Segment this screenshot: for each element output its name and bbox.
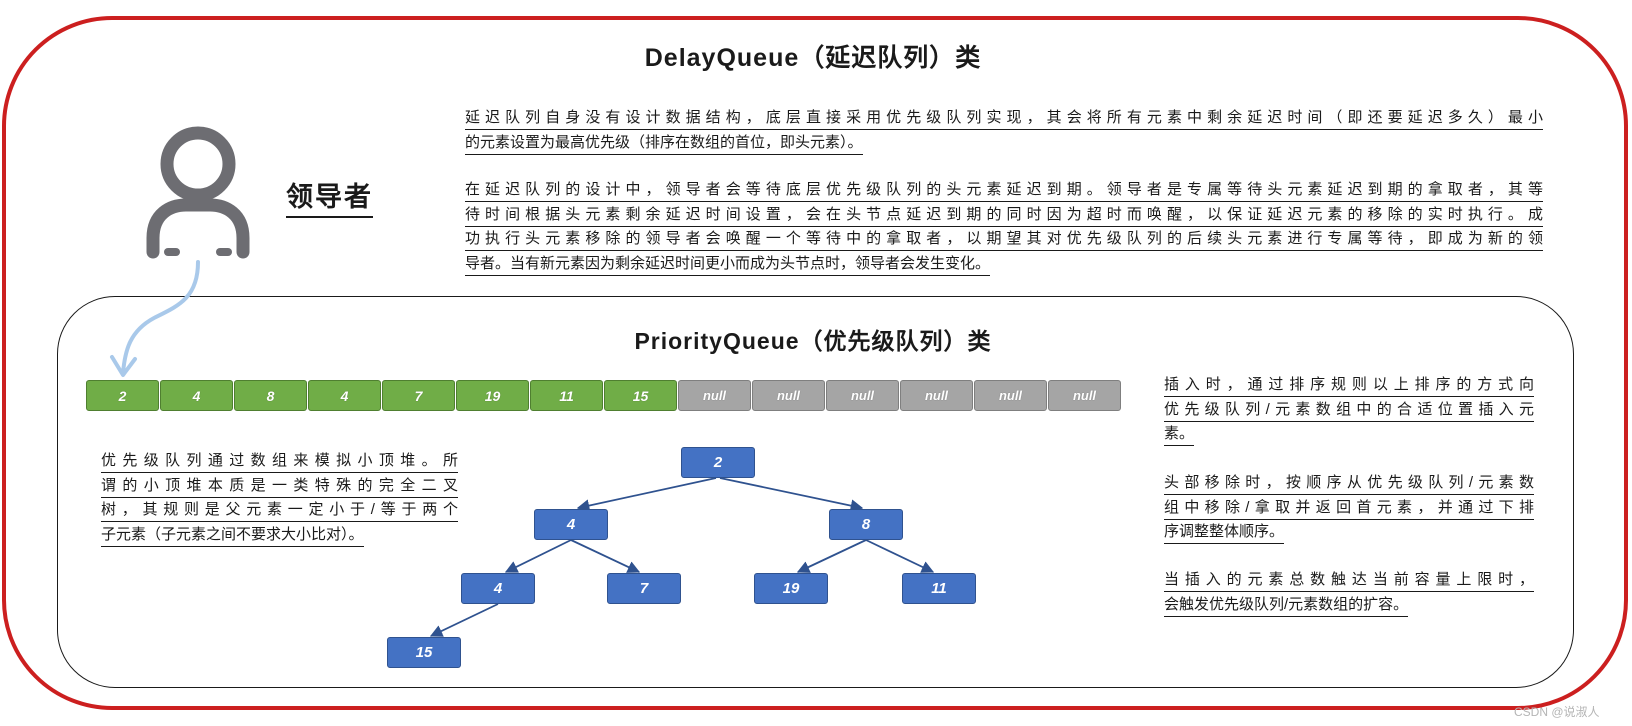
- element-array: 2 4 8 4 7 19 11 15 null null null null n…: [86, 380, 1121, 411]
- delay-queue-frame: [2, 16, 1628, 710]
- array-cell: 8: [234, 380, 307, 411]
- text-line: 的元素设置为最高优先级（排序在数组的首位，即头元素）。: [465, 131, 863, 155]
- text-line: 子元素（子元素之间不要求大小比对）。: [101, 523, 364, 547]
- text-line: 延迟队列自身没有设计数据结构，底层直接采用优先级队列实现，其会将所有元素中剩余延…: [465, 106, 1543, 130]
- text-line: 优先级队列通过数组来模拟小顶堆。所: [101, 449, 458, 473]
- heap-description: 优先级队列通过数组来模拟小顶堆。所 谓的小顶堆本质是一类特殊的完全二叉 树，其规…: [101, 449, 458, 547]
- delay-description-paragraph-2: 在延迟队列的设计中，领导者会等待底层优先级队列的头元素延迟到期。领导者是专属等待…: [465, 178, 1543, 276]
- heap-node: 15: [387, 637, 461, 668]
- leader-label: 领导者: [286, 175, 373, 218]
- delay-queue-title: DelayQueue（延迟队列）类: [644, 44, 982, 72]
- leader-pointer-arrow: [110, 260, 200, 377]
- resize-note: 当插入的元素总数触达当前容量上限时， 会触发优先级队列/元素数组的扩容。: [1164, 568, 1534, 617]
- text-line: 头部移除时，按顺序从优先级队列/元素数: [1164, 471, 1534, 495]
- heap-edge: [576, 477, 717, 512]
- text-line: 组中移除/拿取并返回首元素，并通过下排: [1164, 496, 1534, 520]
- heap-node: 19: [754, 573, 828, 604]
- priority-queue-title: PriorityQueue（优先级队列）类: [634, 328, 992, 354]
- text-line: 素。: [1164, 422, 1195, 446]
- heap-node: 4: [461, 573, 535, 604]
- heap-edge: [504, 539, 572, 573]
- array-cell: 2: [86, 380, 159, 411]
- heap-edge: [570, 539, 641, 573]
- heap-edge: [429, 603, 499, 637]
- person-icon: [146, 126, 250, 259]
- array-cell-empty: null: [974, 380, 1047, 411]
- heap-edge: [719, 477, 864, 512]
- array-cell: 7: [382, 380, 455, 411]
- array-cell-empty: null: [678, 380, 751, 411]
- array-cell: 4: [160, 380, 233, 411]
- array-cell-empty: null: [1048, 380, 1121, 411]
- array-cell: 4: [308, 380, 381, 411]
- heap-edge: [796, 539, 867, 573]
- text-line: 功执行头元素移除的领导者会唤醒一个等待中的拿取者，以期望其对优先级队列的后续头元…: [465, 227, 1543, 251]
- array-cell-empty: null: [826, 380, 899, 411]
- text-line: 待时间根据头元素剩余延迟时间设置，会在头节点延迟到期的同时因为超时而唤醒，以保证…: [465, 203, 1543, 227]
- text-line: 插入时，通过排序规则以上排序的方式向: [1164, 373, 1534, 397]
- watermark: CSDN @说淑人: [1514, 705, 1600, 719]
- array-cell: 15: [604, 380, 677, 411]
- array-cell-empty: null: [900, 380, 973, 411]
- heap-node-root: 2: [681, 447, 755, 478]
- text-line: 优先级队列/元素数组中的合适位置插入元: [1164, 398, 1534, 422]
- heap-edge: [865, 539, 935, 573]
- heap-node: 7: [607, 573, 681, 604]
- text-line: 树，其规则是父元素一定小于/等于两个: [101, 498, 458, 522]
- priority-queue-frame: [57, 296, 1574, 688]
- array-cell-empty: null: [752, 380, 825, 411]
- heap-node: 8: [829, 509, 903, 540]
- insert-note: 插入时，通过排序规则以上排序的方式向 优先级队列/元素数组中的合适位置插入元 素…: [1164, 373, 1534, 447]
- heap-node: 11: [902, 573, 976, 604]
- array-cell: 19: [456, 380, 529, 411]
- text-line: 谓的小顶堆本质是一类特殊的完全二叉: [101, 474, 458, 498]
- delay-description-paragraph-1: 延迟队列自身没有设计数据结构，底层直接采用优先级队列实现，其会将所有元素中剩余延…: [465, 106, 1543, 155]
- text-line: 会触发优先级队列/元素数组的扩容。: [1164, 593, 1409, 617]
- array-cell: 11: [530, 380, 603, 411]
- text-line: 当插入的元素总数触达当前容量上限时，: [1164, 568, 1534, 592]
- remove-head-note: 头部移除时，按顺序从优先级队列/元素数 组中移除/拿取并返回首元素，并通过下排 …: [1164, 471, 1534, 545]
- text-line: 序调整整体顺序。: [1164, 520, 1285, 544]
- text-line: 导者。当有新元素因为剩余延迟时间更小而成为头节点时，领导者会发生变化。: [465, 252, 991, 276]
- heap-node: 4: [534, 509, 608, 540]
- text-line: 在延迟队列的设计中，领导者会等待底层优先级队列的头元素延迟到期。领导者是专属等待…: [465, 178, 1543, 202]
